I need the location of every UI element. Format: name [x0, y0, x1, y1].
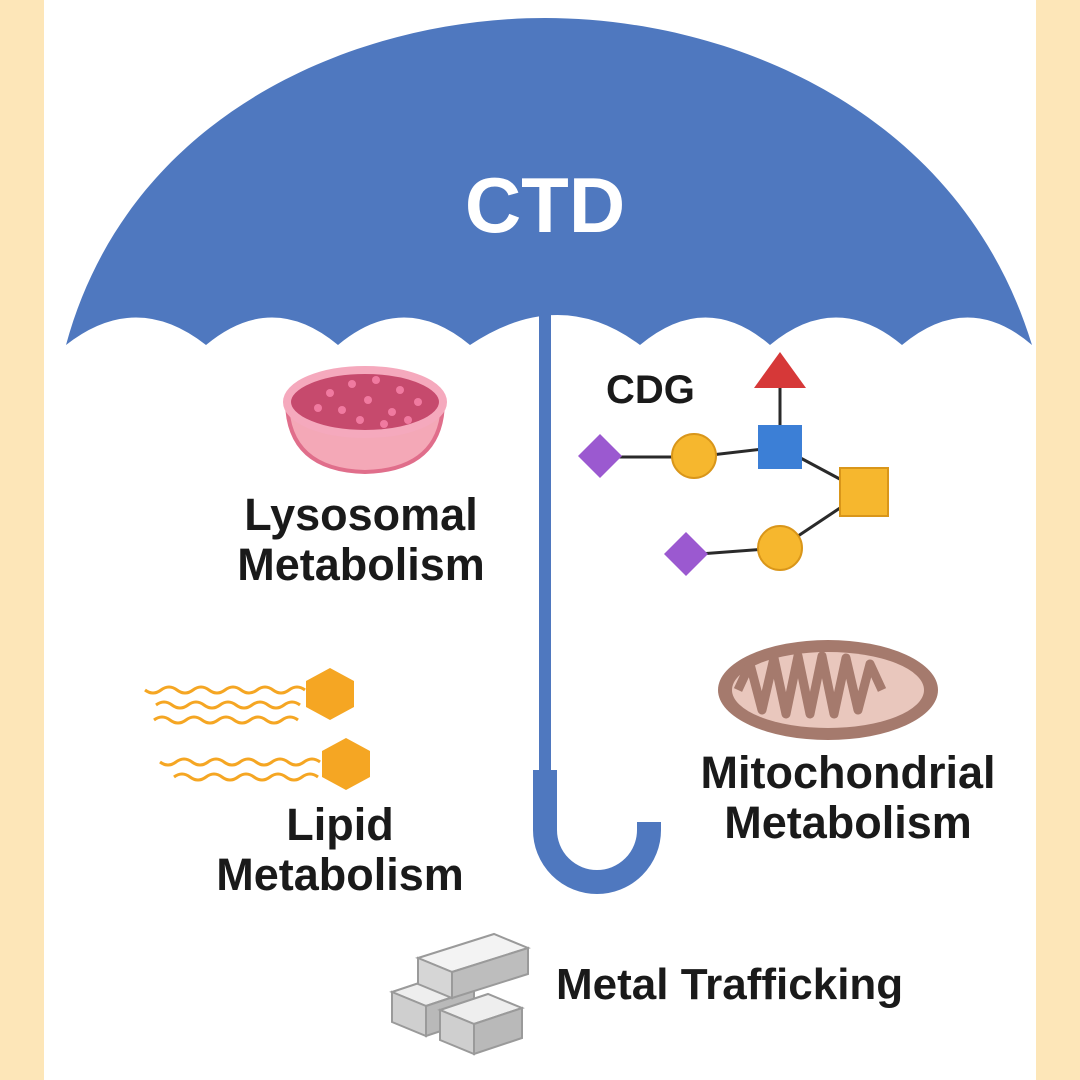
label-line: Lysosomal — [244, 489, 478, 540]
lipid-metabolism-label: Lipid Metabolism — [180, 799, 500, 901]
label-line: Metabolism — [216, 849, 464, 901]
lysosomal-metabolism-label: Lysosomal Metabolism — [206, 489, 516, 591]
umbrella-icon — [66, 18, 1032, 894]
mitochondrion-icon — [718, 640, 938, 740]
mitochondrial-metabolism-label: Mitochondrial Metabolism — [668, 747, 1028, 849]
metal-trafficking-label: Metal Trafficking — [556, 960, 904, 1009]
lipid-molecule-icon — [144, 668, 370, 790]
umbrella-title: CTD — [464, 161, 626, 249]
lysosome-bowl-icon — [283, 366, 447, 475]
label-line: Metabolism — [724, 797, 972, 849]
metal-bars-icon — [389, 932, 531, 1056]
label-line: Metabolism — [237, 539, 485, 591]
cdg-label: CDG — [606, 368, 695, 412]
label-line: Lipid — [286, 799, 394, 850]
glycan-chain-icon — [578, 352, 889, 576]
label-line: Mitochondrial — [700, 747, 996, 798]
